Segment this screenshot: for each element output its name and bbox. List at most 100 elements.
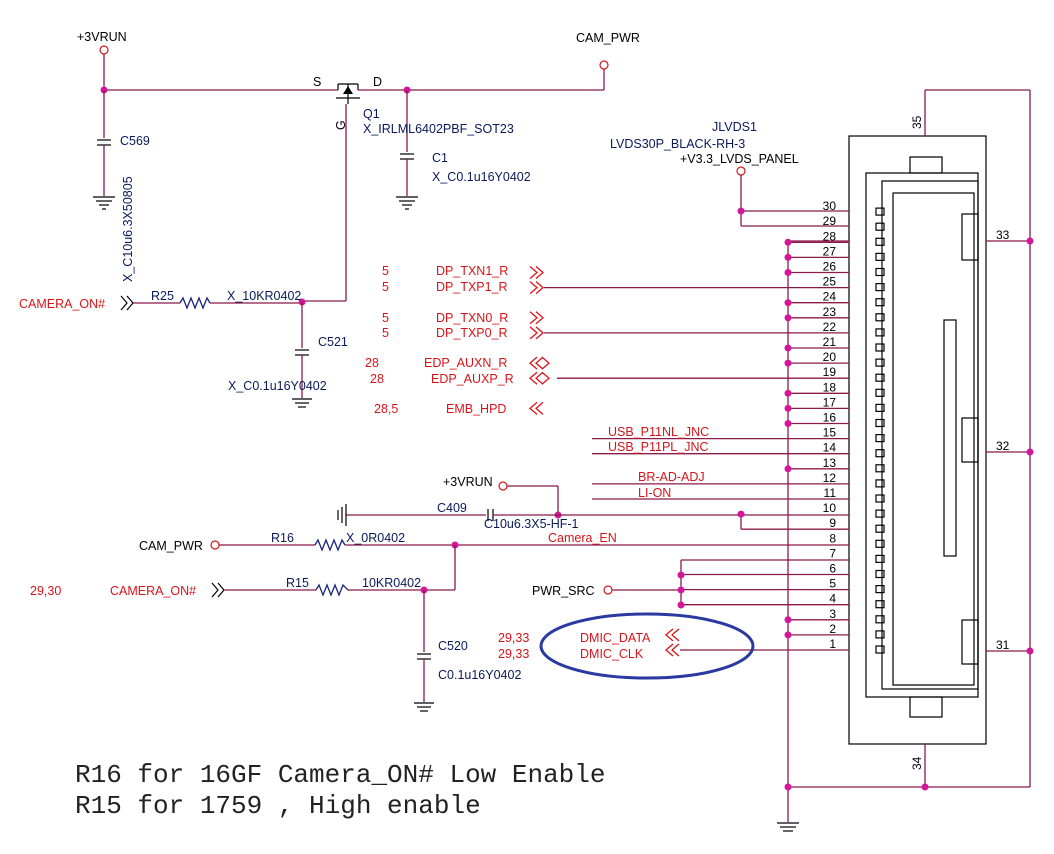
- pin-22-slot: [875, 328, 885, 337]
- usb-nl-label: USB_P11NL_JNC: [608, 425, 709, 439]
- r15-value: 10KR0402: [362, 576, 421, 590]
- q1-part: X_IRLML6402PBF_SOT23: [363, 122, 514, 136]
- pin-13-slot: [875, 464, 885, 473]
- pwr-src-section: PWR_SRC: [532, 559, 849, 609]
- pin-14-slot: [875, 449, 885, 458]
- pin-8-slot: [875, 539, 885, 548]
- pin-34-label: 34: [910, 756, 924, 770]
- pin-23-junction: [784, 314, 792, 322]
- pin-21-label: 21: [823, 335, 837, 349]
- dp-txp0-page: 5: [382, 326, 389, 340]
- edp-auxn-page: 28: [365, 356, 379, 370]
- c569-ref: C569: [120, 134, 150, 148]
- c520-value: C0.1u16Y0402: [438, 668, 521, 682]
- pin-20-label: 20: [823, 350, 837, 364]
- pin-3-junction: [784, 616, 792, 624]
- v33-lvds-section: +V3.3_LVDS_PANEL: [680, 152, 849, 227]
- pin-22-label: 22: [823, 320, 837, 334]
- pin-2-junction: [784, 631, 792, 639]
- pin-10-label: 10: [823, 501, 837, 515]
- connector-pin-numbers: 1234567891011121314151617181920212223242…: [823, 199, 837, 651]
- pin-16-junction: [784, 420, 792, 427]
- c409-section: +3VRUN C409 C10u6.3X5-HF-1: [337, 475, 849, 531]
- cam-pwr-top-port: [599, 60, 609, 70]
- pin-26-junction: [784, 269, 792, 276]
- pin-21-junction: [784, 344, 792, 352]
- dmic-data-page: 29,33: [498, 631, 529, 645]
- pin-29-label: 29: [823, 214, 837, 228]
- dp-txn1-label: DP_TXN1_R: [436, 264, 508, 278]
- pin-19-label: 19: [823, 365, 837, 379]
- pin-3-slot: [875, 615, 885, 624]
- pin-6-slot: [875, 569, 885, 579]
- pin-28-junction: [784, 238, 792, 246]
- pin-26-label: 26: [823, 260, 837, 274]
- pin-24-label: 24: [823, 290, 837, 304]
- dmic-clk-offpage-icon: [665, 643, 680, 657]
- v3run-top-port: [99, 45, 109, 55]
- right-side-pins: 33 32 31 35 34: [910, 89, 1034, 791]
- pin-12-slot: [875, 479, 885, 488]
- camera-on-top-offpage-icon: [120, 295, 134, 311]
- emb-hpd-offpage-icon: [529, 401, 544, 415]
- v3run-mid-port: [498, 481, 508, 491]
- camera-on-top-label: CAMERA_ON#: [19, 297, 105, 311]
- q1-gate-label: G: [334, 120, 348, 130]
- connector-part: LVDS30P_BLACK-RH-3: [610, 137, 745, 151]
- pin-17-junction: [784, 404, 792, 412]
- camera-on-bottom-offpage-icon: [211, 582, 225, 598]
- pin-7-label: 7: [829, 546, 836, 560]
- q1-mosfet-icon: [336, 83, 360, 104]
- c521-ground-icon: [292, 398, 312, 408]
- pin-16-label: 16: [823, 411, 837, 425]
- pin-35-label: 35: [910, 115, 924, 129]
- pin-6-label: 6: [829, 562, 836, 576]
- c521-value: X_C0.1u16Y0402: [228, 379, 327, 393]
- c569-ground-icon: [93, 196, 115, 210]
- pin-14-label: 14: [823, 441, 837, 455]
- top-power-section: +3VRUN CAM_PWR S D G Q1 X_IRLML6402PBF_S…: [77, 30, 640, 302]
- c521-capacitor: [295, 349, 309, 356]
- pin-11-slot: [875, 494, 885, 503]
- emb-hpd-page: 28,5: [374, 402, 398, 416]
- dp-txp0-offpage-icon: [529, 326, 544, 340]
- c520-capacitor: [417, 653, 431, 660]
- cam-pwr-top-label: CAM_PWR: [576, 31, 640, 45]
- pin-9-slot: [875, 524, 885, 533]
- camera-enable-section: CAM_PWR R16 X_0R0402 Camera_EN 29,30 CAM…: [30, 531, 849, 712]
- dp-txn0-label: DP_TXN0_R: [436, 311, 508, 325]
- c1-ref: C1: [432, 151, 448, 165]
- pin-15-label: 15: [823, 426, 837, 440]
- pin-1-label: 1: [829, 637, 836, 651]
- c409-ref: C409: [437, 501, 467, 515]
- pin-32-label: 32: [996, 439, 1010, 453]
- cam-pwr-left-port: [210, 540, 220, 550]
- r16-ref: R16: [271, 531, 294, 545]
- dp-txn1-page: 5: [382, 264, 389, 278]
- pin-5-slot: [875, 584, 885, 594]
- pin-13-junction: [784, 465, 792, 473]
- pin-17-label: 17: [823, 395, 837, 409]
- c1-capacitor: [400, 153, 414, 160]
- dp-txp1-label: DP_TXP1_R: [436, 280, 508, 294]
- pin-19-slot: [875, 373, 885, 382]
- r15-resistor-icon: [315, 583, 349, 597]
- connector-pin-lines: [544, 241, 849, 651]
- edp-auxn-label: EDP_AUXN_R: [424, 356, 507, 370]
- edp-auxp-offpage-icon: [529, 371, 550, 385]
- pin-17-slot: [875, 403, 885, 412]
- camera-en-label: Camera_EN: [548, 531, 617, 545]
- design-notes: R16 for 16GF Camera_ON# Low Enable R15 f…: [75, 760, 606, 821]
- dp-txp1-page: 5: [382, 280, 389, 294]
- q1-drain-label: D: [373, 75, 382, 89]
- pin-33-label: 33: [996, 228, 1010, 242]
- main-ground-icon: [777, 822, 799, 832]
- pin-12-label: 12: [823, 471, 837, 485]
- r25-value: X_10KR0402: [227, 289, 301, 303]
- pin-23-slot: [875, 313, 885, 322]
- edp-auxp-page: 28: [370, 372, 384, 386]
- dp-txn0-page: 5: [382, 311, 389, 325]
- pin-18-label: 18: [823, 380, 837, 394]
- r16-value: X_0R0402: [346, 531, 405, 545]
- pin-28-label: 28: [823, 229, 837, 243]
